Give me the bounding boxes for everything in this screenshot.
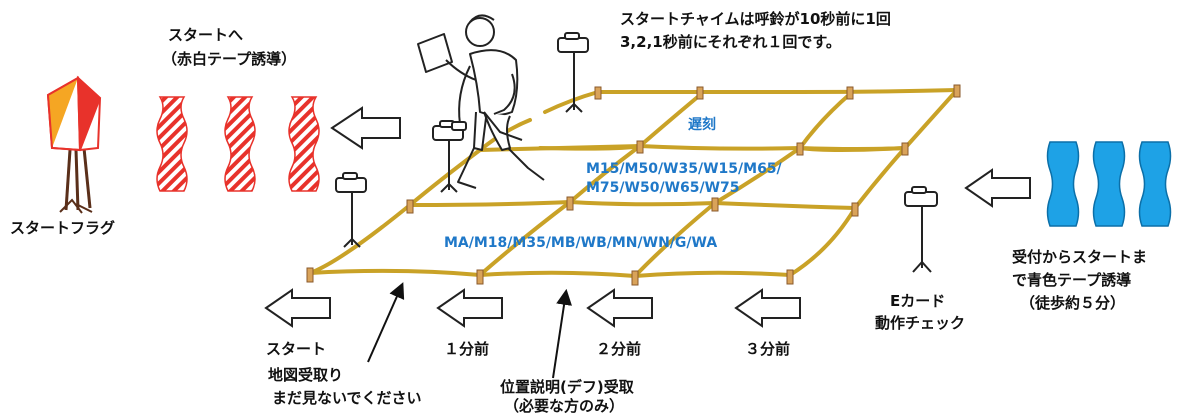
reception-line1: 受付からスタートま	[1012, 248, 1148, 266]
chime-note-line2: 3,2,1秒前にそれぞれ１回です。	[620, 33, 841, 51]
arrow-3min	[734, 288, 801, 328]
red-white-tapes	[156, 96, 320, 192]
map-callout-line2: まだ見ないでください	[272, 389, 422, 407]
description-callout-arrow	[552, 288, 572, 379]
ecard-stand-check	[904, 186, 938, 273]
ecard-stand-late	[557, 32, 589, 113]
stage-1min: １分前	[444, 340, 490, 358]
stage-3min: ３分前	[745, 340, 791, 358]
map-callout-line1: 地図受取り	[268, 366, 344, 384]
reception-line2: で青色テープ誘導	[1012, 271, 1132, 289]
lane-middle-line2: M75/W50/W65/W75	[586, 180, 740, 196]
arrow-start	[264, 288, 331, 328]
reception-line3: （徒歩約５分）	[1020, 294, 1126, 312]
description-callout-line1: 位置説明(デフ)受取	[500, 378, 634, 396]
start-flag	[46, 75, 102, 214]
arrow-1min	[436, 288, 503, 328]
flow-arrows	[264, 106, 1031, 328]
to-start-label: スタートへ	[168, 26, 244, 44]
ecard-label-line1: Eカード	[890, 292, 946, 310]
arrow-2min	[586, 288, 653, 328]
stage-start: スタート	[266, 340, 327, 358]
arrow-to-start-flag	[330, 106, 401, 150]
stage-2min: ２分前	[596, 340, 642, 358]
arrow-from-reception	[964, 168, 1031, 208]
ecard-label-line2: 動作チェック	[875, 314, 966, 332]
blue-tapes	[1046, 141, 1172, 227]
lane-late: 遅刻	[688, 117, 716, 133]
chime-note-line1: スタートチャイムは呼鈴が10秒前に1回	[620, 10, 891, 28]
lane-middle-line1: M15/M50/W35/W15/M65/	[586, 161, 782, 177]
description-callout-line2: （必要な方のみ）	[504, 397, 625, 414]
to-start-guide: （赤白テープ誘導）	[162, 50, 297, 68]
ecard-stands	[335, 32, 938, 273]
lane-front: MA/M18/M35/MB/WB/MN/WN/G/WA	[444, 235, 718, 251]
rope-stakes	[306, 84, 961, 286]
callout-arrows	[367, 282, 572, 379]
map-callout-arrow	[367, 282, 405, 363]
runner-figure	[417, 14, 545, 189]
ecard-stand-front	[335, 172, 367, 248]
start-flag-label: スタートフラグ	[10, 219, 116, 237]
